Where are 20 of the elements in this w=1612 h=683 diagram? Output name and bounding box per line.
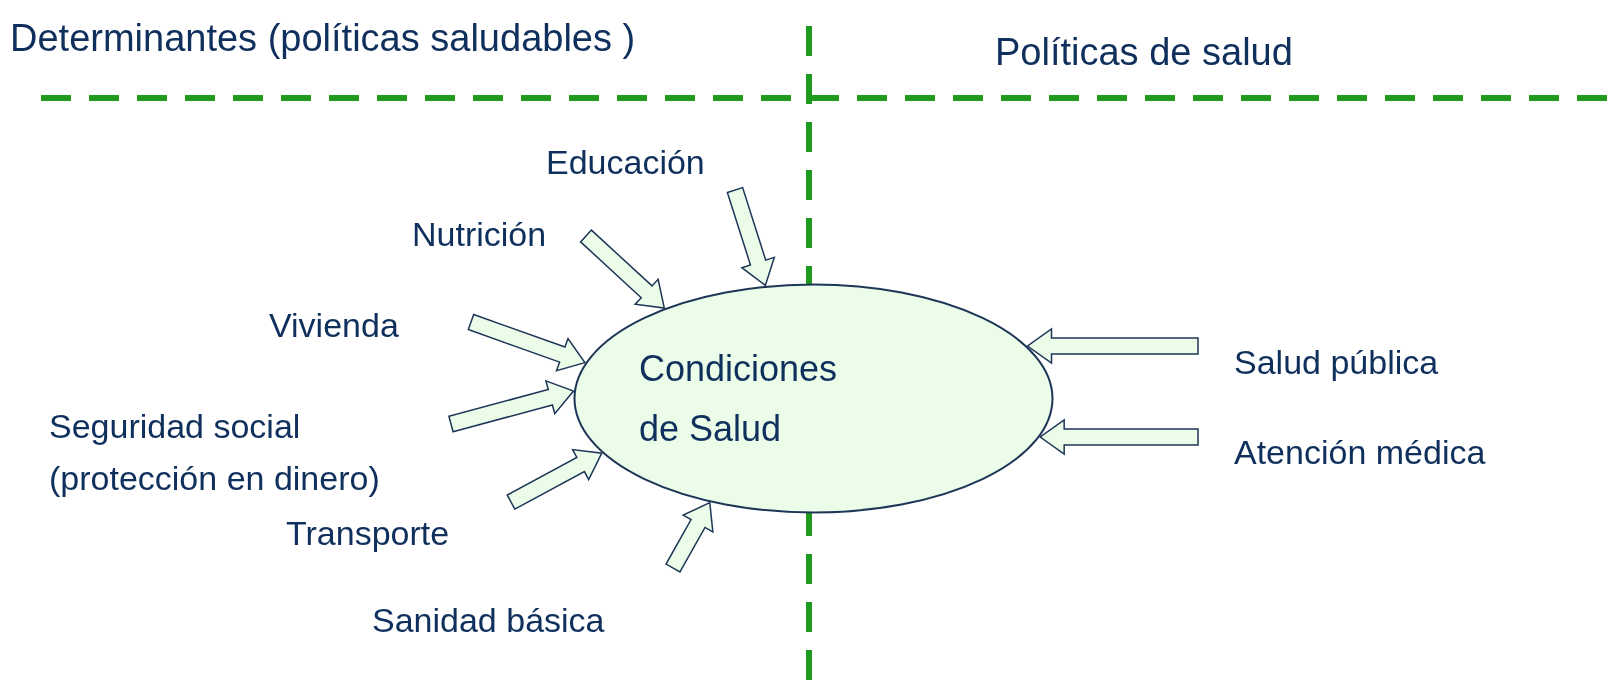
block-arrow [467,313,587,372]
block-arrow [448,379,575,433]
node-label: Vivienda [269,305,399,345]
block-arrow [726,186,776,287]
node-label: Condiciones de Salud [639,347,839,451]
node-label: Nutrición [412,214,547,254]
block-arrow [1026,327,1199,365]
block-arrow [506,448,603,511]
node-label: Salud pública [1234,342,1439,382]
section-heading: Políticas de salud [995,30,1293,74]
node-label: Educación [546,142,705,182]
node-label: Seguridad social (protección en dinero) [49,400,449,504]
block-arrow [665,501,714,573]
block-arrow [1038,418,1199,456]
node-label: Atención médica [1234,432,1486,472]
section-heading: Determinantes (políticas saludables ) [10,16,636,60]
node-label: Sanidad básica [372,600,605,640]
ellipse-node [573,283,1054,514]
block-arrow [579,229,666,309]
node-label: Transporte [286,513,450,553]
